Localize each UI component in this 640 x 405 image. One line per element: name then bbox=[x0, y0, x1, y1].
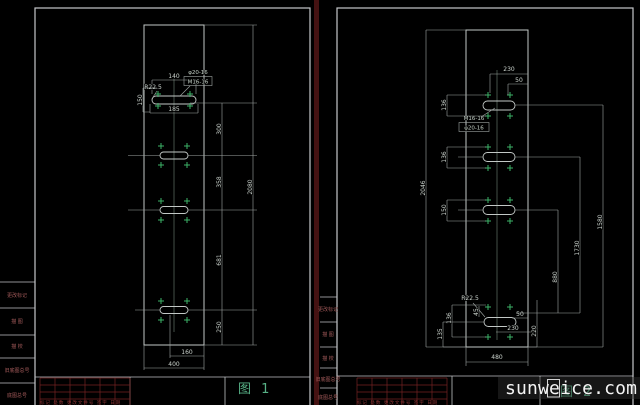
right-sheet: 更改标记 描 图 描 校 旧底图总号 底图总号 标记 处数 更改文件号 签字 日… bbox=[315, 7, 634, 405]
watermark-text: sunweice.com bbox=[505, 378, 637, 399]
margin-label: 描 图 bbox=[322, 331, 334, 338]
left-part bbox=[128, 24, 205, 346]
dim-radius: R22.5 bbox=[461, 295, 479, 302]
dim-slot-below: 230 bbox=[507, 325, 519, 332]
dim-pattern-height: 150 bbox=[137, 94, 144, 106]
hole-spec-dia: φ20-16 bbox=[188, 70, 208, 76]
dim-chain-mid: 1730 bbox=[574, 240, 581, 255]
hole-spec-thread: M16-16 bbox=[188, 80, 209, 86]
dim-slot-width: 185 bbox=[168, 106, 180, 113]
right-figure-caption: 图 2 bbox=[560, 385, 594, 400]
right-title-table: 标记 处数 更改文件号 签字 日期 bbox=[356, 377, 448, 405]
right-margin-strip: 更改标记 描 图 描 校 旧底图总号 底图总号 bbox=[315, 296, 341, 401]
dim-pattern2: 136 bbox=[441, 151, 448, 163]
margin-label: 旧底图总号 bbox=[4, 367, 29, 374]
dim-top-width: 230 bbox=[503, 66, 515, 73]
dim-bottom-offset: 160 bbox=[181, 349, 193, 356]
margin-label: 描 图 bbox=[11, 318, 23, 325]
dim-chain-low: 681 bbox=[216, 254, 223, 266]
right-part bbox=[458, 29, 529, 348]
dim-slot-height: 45 bbox=[473, 308, 480, 316]
bolt-crosses bbox=[485, 92, 513, 340]
dim-overall-length: 2046 bbox=[420, 180, 427, 195]
dim-bottom-width: 480 bbox=[491, 354, 503, 361]
margin-label: 描 校 bbox=[11, 343, 23, 350]
bolt-crosses bbox=[155, 91, 193, 323]
dim-pattern3: 150 bbox=[441, 204, 448, 216]
dim-radius: R22.5 bbox=[144, 84, 162, 91]
hole-spec-thread: M16-16 bbox=[464, 116, 485, 122]
dim-chain-outer: 1580 bbox=[597, 214, 604, 229]
titleblock-row: 标记 处数 更改文件号 签字 日期 bbox=[40, 399, 121, 405]
watermark-band bbox=[498, 377, 640, 399]
margin-label: 底图总号 bbox=[7, 392, 27, 399]
dim-top-width: 140 bbox=[168, 73, 180, 80]
dim-bottom-width: 400 bbox=[168, 361, 180, 368]
dim-bottom-edge: 135 bbox=[437, 328, 444, 340]
dim-chain-bottom: 250 bbox=[216, 321, 223, 333]
left-figure-caption: 图 1 bbox=[238, 382, 272, 397]
dim-pattern4: 136 bbox=[446, 312, 453, 324]
dim-chain-inner: 880 bbox=[552, 271, 559, 283]
dim-chain-mid: 358 bbox=[216, 176, 223, 188]
dim-edge-dist: 220 bbox=[531, 325, 538, 337]
dim-pattern1: 136 bbox=[441, 99, 448, 111]
left-sheet: 更改标记 描 图 描 校 旧底图总号 底图总号 标记 处数 更改文件号 签字 日… bbox=[0, 7, 311, 405]
watermark-char-box bbox=[547, 379, 560, 398]
titleblock-row: 标记 处数 更改文件号 签字 日期 bbox=[357, 399, 438, 405]
margin-label: 描 校 bbox=[322, 355, 334, 362]
margin-label: 旧底图总号 bbox=[315, 376, 340, 383]
margin-label: 底图总号 bbox=[318, 394, 338, 401]
dim-slot-offset: 50 bbox=[516, 311, 524, 318]
left-dimensions: 140 R22.5 φ20-16 M16-16 150 185 300 358 … bbox=[136, 24, 257, 370]
right-sheet-frame bbox=[336, 7, 634, 405]
dim-chain-top: 300 bbox=[216, 123, 223, 135]
margin-label: 更改标记 bbox=[7, 292, 27, 299]
watermark: sunweice.com bbox=[498, 377, 640, 399]
dim-top-offset: 50 bbox=[515, 77, 523, 84]
left-title-table: 标记 处数 更改文件号 签字 日期 bbox=[39, 377, 131, 405]
right-dimensions: 230 50 M16-16 φ20-16 136 136 150 R22.5 4… bbox=[419, 29, 605, 366]
margin-label: 更改标记 bbox=[318, 306, 338, 313]
dim-overall-length: 2080 bbox=[247, 179, 254, 194]
hole-spec-dia: φ20-16 bbox=[464, 126, 484, 132]
left-margin-strip: 更改标记 描 图 描 校 旧底图总号 底图总号 bbox=[0, 281, 35, 399]
sheet-divider bbox=[314, 0, 319, 405]
